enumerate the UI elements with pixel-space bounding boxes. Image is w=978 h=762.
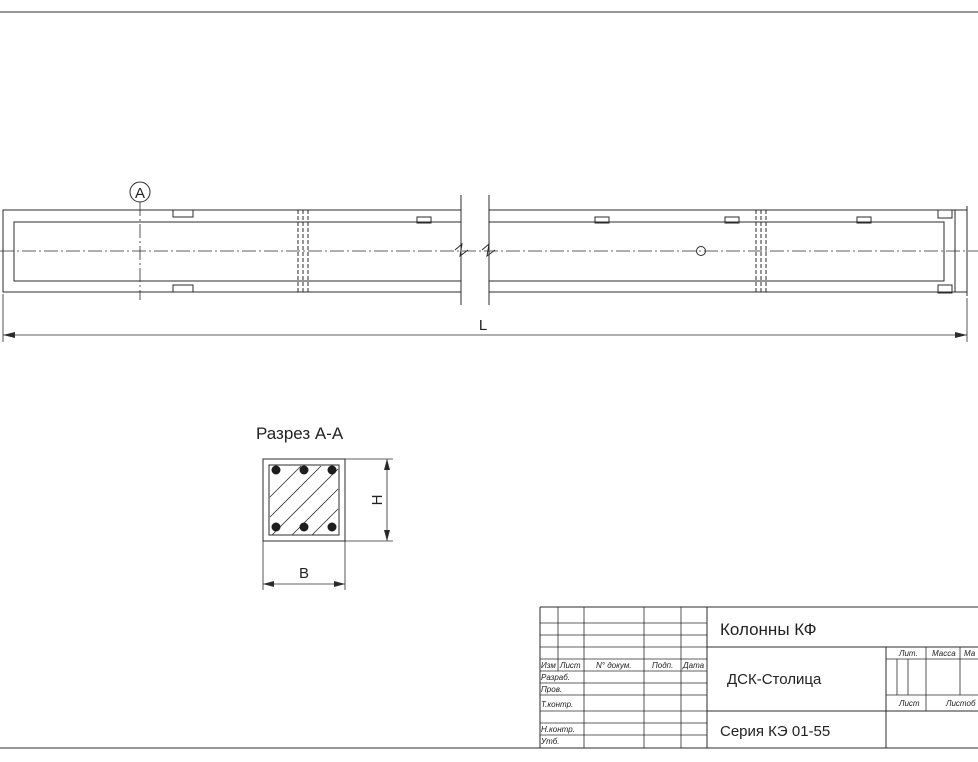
row-utv: Утб.	[540, 737, 560, 746]
section-marker-label: A	[135, 185, 145, 202]
row-nkontr: Н.контр.	[541, 725, 575, 734]
section-marker-circle	[129, 181, 151, 203]
dimension-length-label: L	[479, 317, 487, 334]
list-label: Лист	[898, 699, 920, 708]
col-doc: N° докум.	[596, 661, 632, 670]
dimension-height-label: H	[369, 495, 386, 506]
organization-name: ДСК-Столица	[727, 671, 822, 688]
product-name: Колонны КФ	[720, 620, 817, 639]
dimension-height: H	[345, 458, 393, 542]
section-view	[262, 458, 346, 542]
dimension-width: B	[262, 541, 346, 590]
column-elevation: A	[0, 181, 978, 305]
massa-label: Масса	[932, 649, 956, 658]
listov-label: Листоб	[945, 699, 976, 708]
lit-label: Лит.	[898, 649, 918, 658]
section-title: Разрез А-А	[256, 424, 344, 443]
title-block: Изм Лист N° докум. Подп. Дата Разраб. Пр…	[539, 606, 978, 748]
row-tkontr: Т.контр.	[541, 700, 573, 709]
row-razrab: Разраб.	[541, 673, 570, 682]
col-date: Дата	[682, 661, 705, 670]
series-name: Серия КЭ 01-55	[720, 723, 830, 740]
row-prov: Пров.	[541, 685, 562, 694]
col-list: Лист	[559, 661, 581, 670]
dimension-width-label: B	[299, 565, 309, 582]
masshtab-label: Ма	[964, 649, 976, 658]
dimension-length: L	[2, 294, 968, 342]
col-sign: Подп.	[652, 661, 673, 670]
col-izm: Изм	[541, 661, 556, 670]
